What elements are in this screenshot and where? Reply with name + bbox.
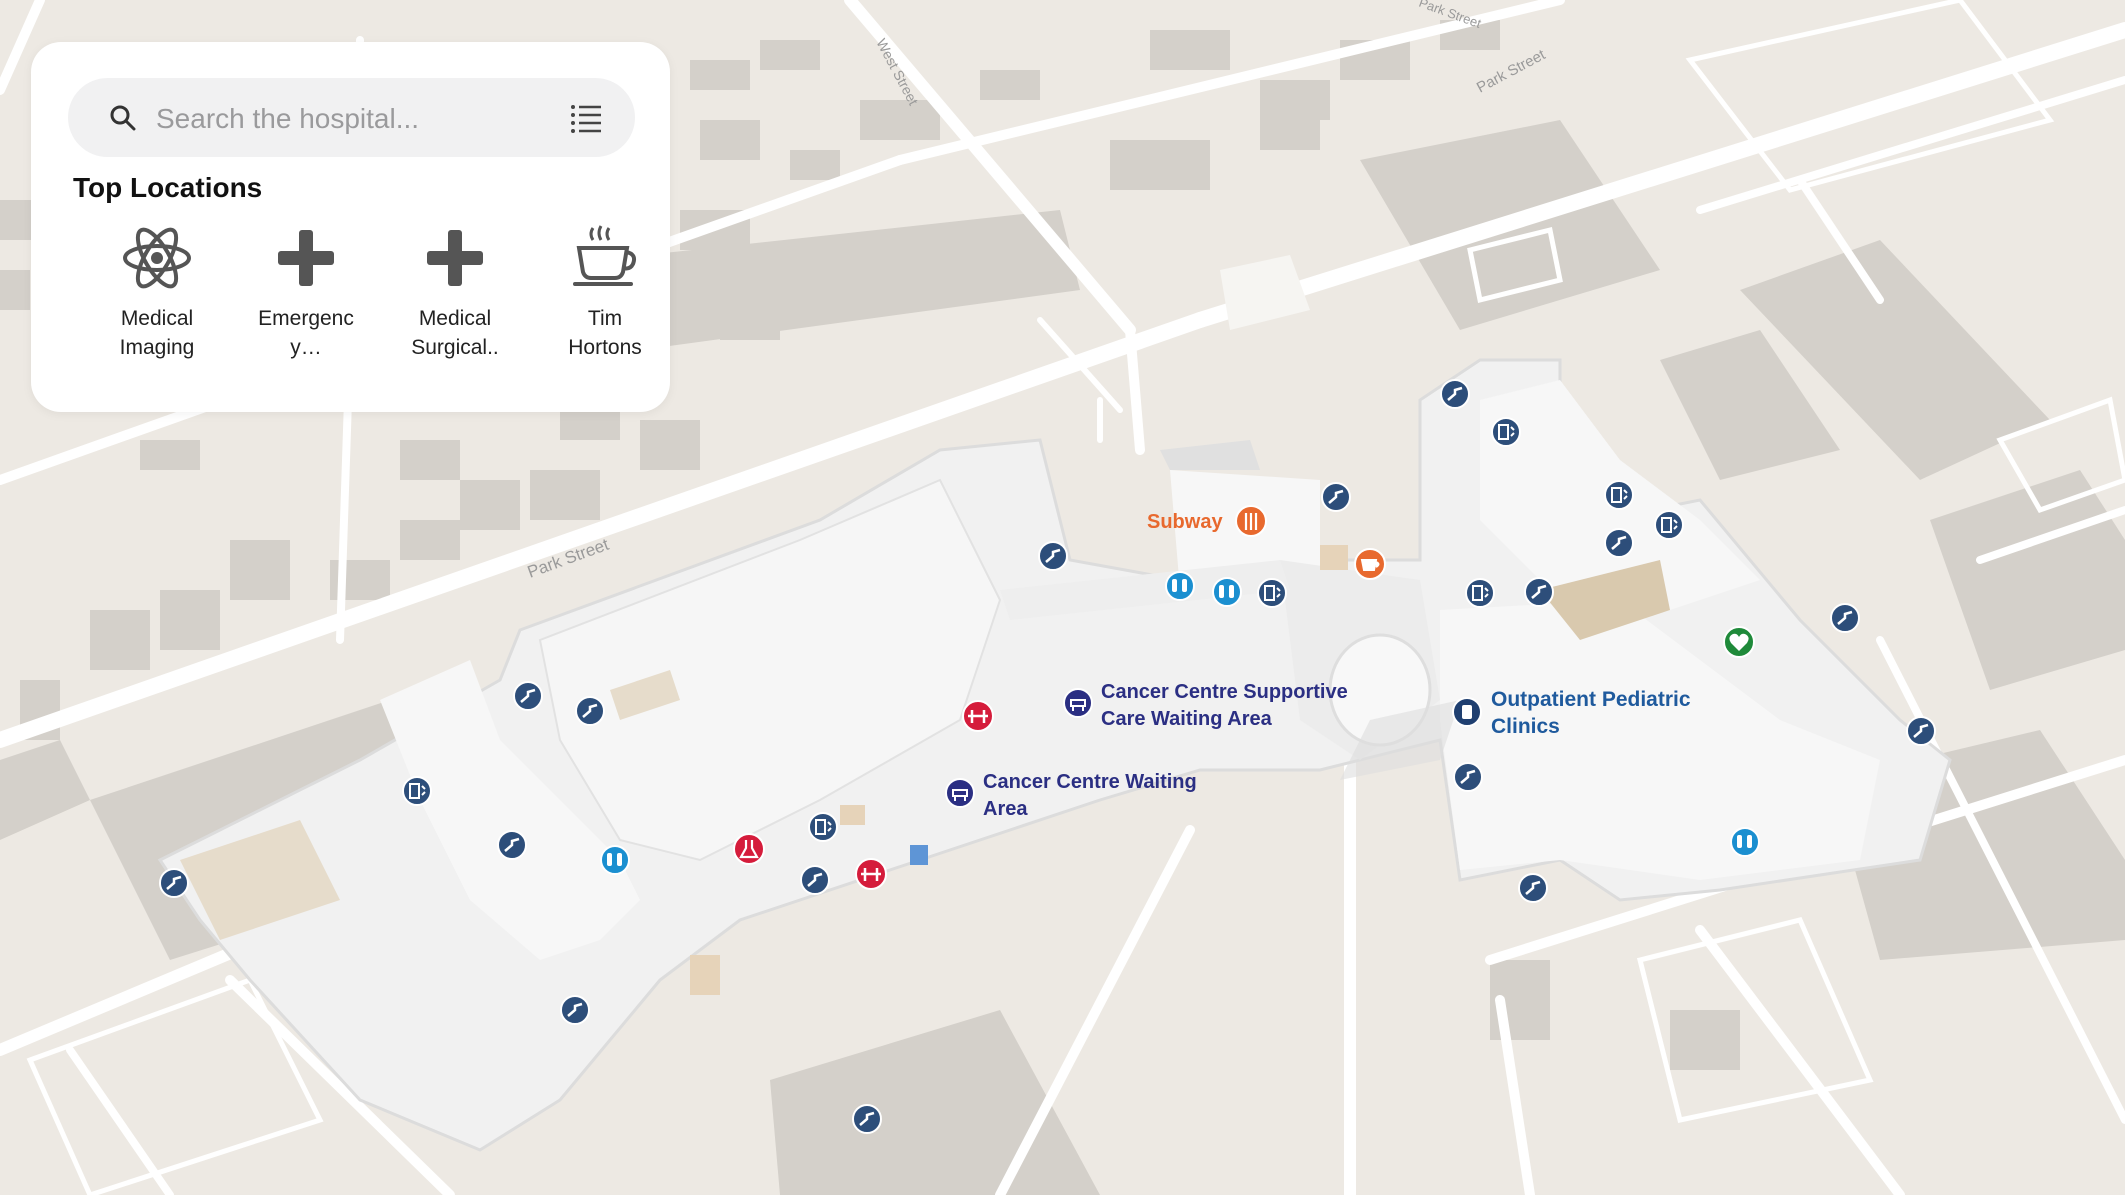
- stairs-icon[interactable]: [1453, 762, 1483, 792]
- label-outpatient-line2[interactable]: Clinics: [1491, 715, 1560, 738]
- restaurant-icon[interactable]: [1235, 505, 1267, 537]
- stairs-icon[interactable]: [513, 681, 543, 711]
- stairs-icon[interactable]: [1518, 873, 1548, 903]
- search-icon: [110, 105, 136, 131]
- outlined-blocks: [26, 0, 2125, 1195]
- red-service-pins: [733, 700, 994, 890]
- stairs-icon[interactable]: [497, 830, 527, 860]
- restroom-icon[interactable]: [1212, 577, 1242, 607]
- food-pins: [1235, 505, 1386, 580]
- top-location-label: Emergenc y…: [258, 307, 354, 359]
- top-locations-title: Top Locations: [73, 172, 263, 203]
- stairs-icon[interactable]: [1906, 716, 1936, 746]
- search-input[interactable]: [154, 78, 538, 159]
- waiting-chair-icon[interactable]: [1063, 688, 1093, 718]
- lab-flask-icon[interactable]: [733, 833, 765, 865]
- elevator-icon[interactable]: [1465, 578, 1495, 608]
- stairs-icon[interactable]: [852, 1104, 882, 1134]
- top-location-label: Medical Imaging: [119, 307, 195, 359]
- stairs-icon[interactable]: [1604, 528, 1634, 558]
- hospital-building: [157, 358, 1952, 1152]
- plus-icon: [427, 230, 483, 286]
- search-bar[interactable]: [68, 78, 635, 159]
- top-location-medical-imaging[interactable]: Medical Imaging: [83, 222, 231, 362]
- waiting-chair-icon[interactable]: [945, 778, 975, 808]
- label-outpatient-line1[interactable]: Outpatient Pediatric: [1491, 688, 1691, 711]
- restroom-icon[interactable]: [1730, 827, 1760, 857]
- family-restroom-icon[interactable]: [962, 700, 994, 732]
- top-location-label: Medical Surgical..: [411, 307, 499, 359]
- coffee-cup-icon: [573, 225, 637, 286]
- elevator-icon[interactable]: [402, 776, 432, 806]
- restroom-pins: [600, 571, 1760, 875]
- top-location-tim-hortons[interactable]: Tim Hortons: [531, 222, 679, 362]
- label-subway[interactable]: Subway: [1147, 511, 1223, 533]
- stairs-icon[interactable]: [800, 865, 830, 895]
- clinic-icon[interactable]: [1452, 697, 1482, 727]
- restroom-icon[interactable]: [600, 845, 630, 875]
- stairs-icon[interactable]: [159, 868, 189, 898]
- plus-icon: [278, 230, 334, 286]
- top-location-label: Tim Hortons: [568, 307, 642, 359]
- label-cancer-waiting-line1[interactable]: Cancer Centre Waiting: [983, 771, 1197, 793]
- waiting-area-pins: [945, 688, 1482, 808]
- elevator-icon[interactable]: [1257, 578, 1287, 608]
- top-location-emergency[interactable]: Emergenc y…: [232, 222, 380, 362]
- stairs-pins: [159, 379, 1936, 1134]
- heart-health-icon[interactable]: [1723, 626, 1755, 658]
- elevator-icon[interactable]: [1491, 417, 1521, 447]
- family-restroom-icon[interactable]: [855, 858, 887, 890]
- top-location-medical-surgical[interactable]: Medical Surgical..: [381, 222, 529, 362]
- elevator-icon[interactable]: [808, 812, 838, 842]
- search-panel: Top Locations Medical Imaging Emergenc y…: [31, 42, 670, 412]
- stairs-icon[interactable]: [1321, 482, 1351, 512]
- stairs-icon[interactable]: [1830, 603, 1860, 633]
- coffee-icon[interactable]: [1354, 548, 1386, 580]
- elevator-icon[interactable]: [1604, 480, 1634, 510]
- list-menu-icon[interactable]: [568, 100, 604, 136]
- label-cancer-supportive-line1[interactable]: Cancer Centre Supportive: [1101, 681, 1348, 703]
- elevator-pins: [402, 417, 1684, 842]
- white-structure: [1220, 255, 1310, 330]
- stairs-icon[interactable]: [1440, 379, 1470, 409]
- stairs-icon[interactable]: [1524, 577, 1554, 607]
- elevator-icon[interactable]: [1654, 510, 1684, 540]
- atom-icon: [123, 227, 191, 289]
- stairs-icon[interactable]: [560, 995, 590, 1025]
- stairs-icon[interactable]: [1038, 541, 1068, 571]
- label-cancer-supportive-line2[interactable]: Care Waiting Area: [1101, 708, 1273, 730]
- label-cancer-waiting-line2[interactable]: Area: [983, 798, 1028, 820]
- restroom-icon[interactable]: [1165, 571, 1195, 601]
- stairs-icon[interactable]: [575, 696, 605, 726]
